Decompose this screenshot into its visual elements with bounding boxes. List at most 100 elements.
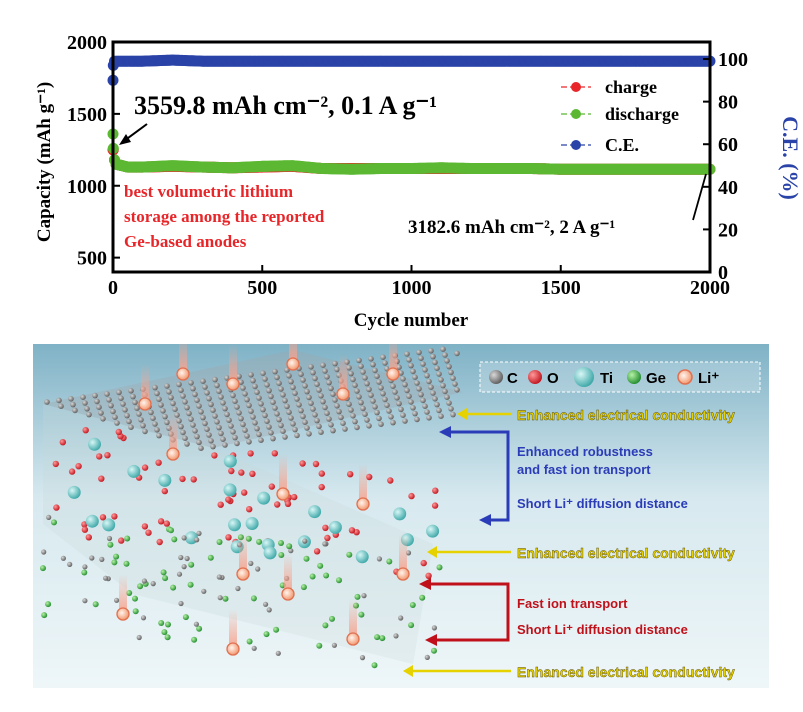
carbon-atom [218,430,224,437]
carbon-atom [208,438,214,444]
y-tick-label: 1500 [67,104,107,126]
carbon-atom [194,537,200,543]
germanium-atom [111,559,118,566]
li-ion-trail [169,414,177,452]
carbon-atom [266,424,272,430]
carbon-atom [444,394,450,400]
carbon-atom [72,407,78,414]
li-ion-trail [119,574,127,612]
graphene-top-face [43,350,463,448]
schematic-legend-box [479,361,761,393]
carbon-atom [372,367,378,374]
carbon-atom [368,356,374,362]
carbon-atom [418,355,424,361]
lithium-ion [226,377,240,391]
carbon-atom [128,424,134,430]
germanium-atom [286,543,293,550]
oxygen-atom [53,504,60,511]
carbon-atom [432,359,438,366]
oxygen-atom [348,527,356,534]
carbon-atom [140,422,146,429]
germanium-atom [124,535,131,542]
carbon-atom [356,357,362,364]
carbon-atom [252,383,258,390]
carbon-atom [280,428,286,434]
carbon-atom [334,403,340,409]
carbon-atom [352,382,358,388]
carbon-atom [450,375,456,381]
carbon-atom [282,397,288,404]
carbon-atom [152,384,158,391]
carbon-atom [242,391,248,397]
carbon-atom [346,401,352,407]
legend-discharge-marker [571,109,581,119]
annotation-red-note-2: storage among the reported [124,207,325,226]
carbon-atom [361,593,367,599]
carbon-atom [214,419,220,425]
carbon-atom [286,409,292,415]
oxygen-atom [387,477,394,484]
carbon-atom [156,396,162,402]
germanium-atom [329,615,335,622]
carbon-atom [44,399,50,405]
germanium-atom [263,631,270,638]
carbon-atom [140,615,147,621]
carbon-atom [359,655,366,661]
annotation-top-arrowhead [119,134,131,145]
carbon-atom [258,437,264,443]
germanium-atom [164,634,171,641]
carbon-atom [274,374,280,381]
carbon-atom [202,420,208,427]
carbon-atom [222,442,228,448]
titanium-atom [223,454,237,468]
carbon-atom [370,361,376,368]
carbon-atom [86,411,92,418]
oxygen-atom [238,469,245,476]
carbon-atom [242,427,248,433]
carbon-atom [292,426,298,433]
lithium-ion [386,367,400,381]
germanium-atom [188,561,195,568]
label-robustness-1: Enhanced robustness [517,444,653,459]
legend-carbon-label: C [507,370,518,387]
titanium-atom [88,437,101,451]
carbon-atom [340,420,346,426]
oxygen-atom [115,428,123,436]
x-axis-label: Cycle number [354,310,469,330]
titanium-atom [223,483,237,497]
carbon-atom [382,360,388,366]
carbon-atom [236,410,242,416]
annotation-right-callout: 3182.6 mAh cm⁻², 2 A g⁻¹ [408,217,615,238]
carbon-atom [358,399,364,406]
oxygen-atom [347,471,354,478]
carbon-atom [278,386,284,392]
carbon-atom [41,549,47,555]
oxygen-atom [247,450,254,457]
germanium-atom [160,569,167,576]
carbon-atom [414,380,420,386]
germanium-atom [309,573,316,580]
lithium-ion [336,387,350,401]
carbon-atom [384,402,390,408]
carbon-atom [338,414,344,421]
titanium-atom [328,520,342,534]
carbon-atom [306,394,312,401]
carbon-atom [348,370,354,377]
carbon-atom [166,389,172,395]
y2-tick-label: 60 [718,134,738,156]
oxygen-atom [408,492,415,500]
carbon-atom [310,406,316,412]
carbon-atom [430,353,436,360]
carbon-atom [178,423,184,430]
carbon-atom [428,348,434,354]
carbon-atom [378,385,384,391]
carbon-atom [398,406,404,413]
carbon-atom [254,425,260,432]
germanium-atom [187,581,194,588]
carbon-atom [268,393,274,400]
carbon-atom [252,420,258,426]
carbon-atom [106,535,113,542]
germanium-atom [278,540,284,546]
germanium-atom [171,536,178,543]
